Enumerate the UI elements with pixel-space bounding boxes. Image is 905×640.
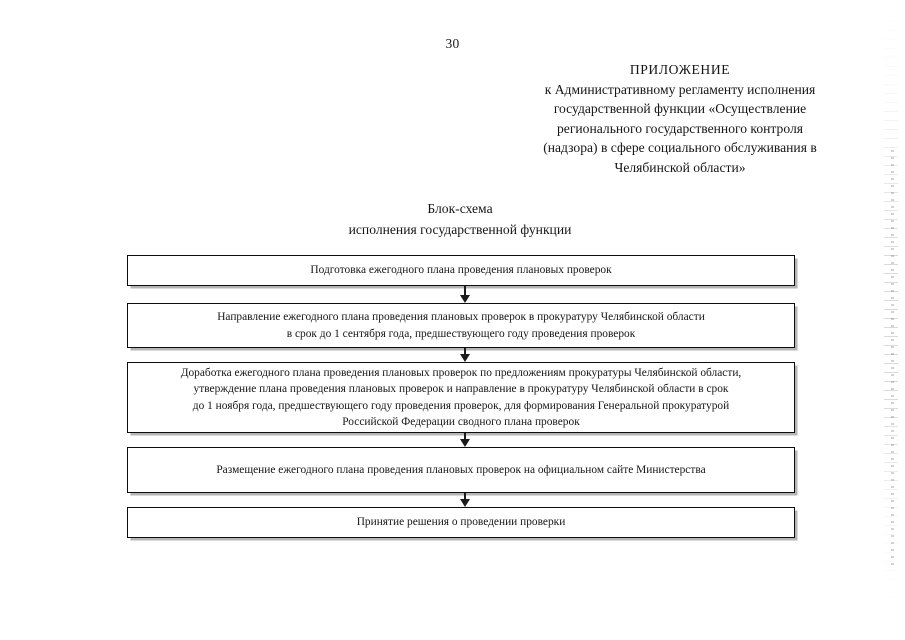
addressee-line-1: ПРИЛОЖЕНИЕ	[629, 62, 731, 77]
addressee-line-2: к Административному регламенту исполнени…	[544, 81, 816, 97]
flowchart-node-text: Размещение ежегодного плана проведения п…	[128, 462, 794, 479]
addressee-line-5: (надзора) в сфере социального обслуживан…	[543, 140, 817, 155]
flowchart-node-line: Доработка ежегодного плана проведения пл…	[180, 366, 742, 379]
flow-arrow-down-icon	[460, 286, 470, 303]
flow-arrow-down-icon	[460, 433, 470, 447]
flowchart-node-line: до 1 ноября года, предшествующего году п…	[192, 399, 730, 412]
scan-artifact-right-line	[891, 150, 894, 570]
scan-artifact-right-margin	[884, 0, 898, 640]
flow-arrow-down-icon	[460, 348, 470, 362]
page-title-line-1: Блок-схема	[427, 201, 493, 216]
flowchart-node-text: Направление ежегодного плана проведения …	[128, 309, 794, 342]
flowchart-node: Доработка ежегодного плана проведения пл…	[127, 362, 795, 433]
flowchart-node-line: Размещение ежегодного плана проведения п…	[216, 463, 706, 476]
flowchart-node: Размещение ежегодного плана проведения п…	[127, 447, 795, 493]
addressee-block: ПРИЛОЖЕНИЕ к Административному регламент…	[500, 60, 860, 177]
flowchart-node-text: Принятие решения о проведении проверки	[128, 514, 794, 531]
flow-arrow-down-icon	[460, 493, 470, 507]
flowchart-node-line: Принятие решения о проведении проверки	[356, 516, 566, 529]
addressee-line-3: государственной функции «Осуществление	[553, 101, 807, 116]
flowchart-node-line: Российской Федерации сводного плана пров…	[342, 416, 580, 428]
flowchart-node: Принятие решения о проведении проверки	[127, 507, 795, 538]
flowchart-node: Направление ежегодного плана проведения …	[127, 303, 795, 348]
flowchart-node-text: Подготовка ежегодного плана проведения п…	[128, 262, 794, 279]
page-number: 30	[445, 36, 460, 51]
flowchart-node-line: Подготовка ежегодного плана проведения п…	[310, 264, 612, 277]
flowchart-node-text: Доработка ежегодного плана проведения пл…	[128, 365, 794, 431]
page-title-line-2: исполнения государственной функции	[348, 222, 572, 237]
addressee-line-6: Челябинской области»	[614, 159, 746, 175]
addressee-line-4: регионального государственного контроля	[557, 120, 803, 136]
flowchart-node: Подготовка ежегодного плана проведения п…	[127, 255, 795, 286]
flowchart-node-line: Направление ежегодного плана проведения …	[217, 311, 705, 323]
flowchart-node-line: в срок до 1 сентября года, предшествующе…	[286, 327, 636, 340]
page-title: Блок-схема исполнения государственной фу…	[130, 198, 790, 240]
flowchart-node-line: утверждение плана проведения плановых пр…	[193, 383, 729, 395]
